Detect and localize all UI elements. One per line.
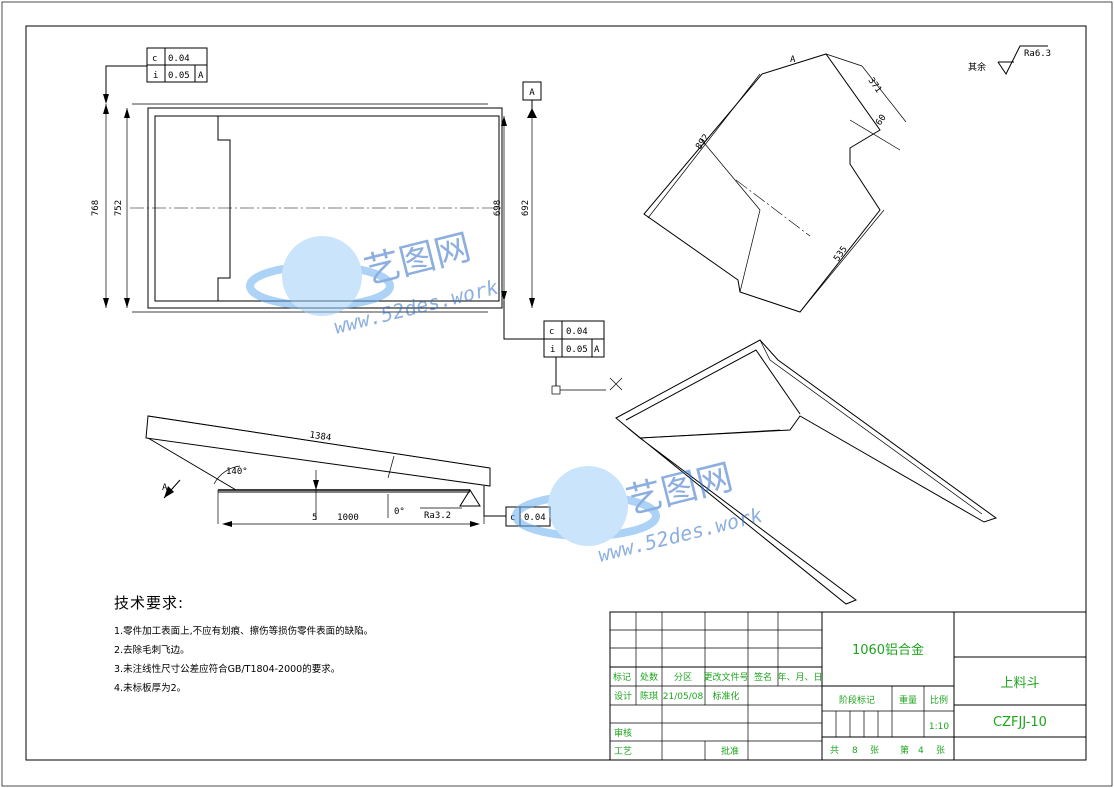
tb-label-change-doc: 更改文件号 (703, 671, 748, 683)
tb-design-label: 设计 (614, 690, 632, 702)
tb-date: 21/05/08 (663, 692, 704, 702)
tb-scale-label: 比例 (930, 694, 948, 706)
tb-weight: 重量 (899, 694, 917, 706)
tb-approve: 批准 (721, 745, 739, 757)
tolerance-frame-right: c 0.04 i 0.05 A (503, 301, 623, 395)
roughness-label: 其余 (968, 61, 986, 73)
watermark-1: 艺图网 www.52des.work (246, 227, 501, 339)
tb-total-label: 共 (830, 745, 839, 756)
tol-top-sym2: i (153, 71, 158, 81)
front-view: 768 752 698 692 A (91, 81, 542, 313)
tb-label-count: 处数 (640, 671, 658, 683)
tb-sheet-word1: 张 (870, 745, 879, 756)
tb-label-sign: 签名 (754, 671, 772, 683)
tolerance-frame-top: c 0.04 i 0.05 A (103, 47, 208, 104)
roughness-symbol: 其余 Ra6.3 (968, 45, 1051, 75)
roughness-value: Ra6.3 (1024, 49, 1051, 59)
dim-371: 371 (866, 76, 884, 95)
tech-item-2: 2.去除毛刺飞边。 (114, 645, 190, 656)
tech-requirements: 技术要求: 1.零件加工表面上,不应有划痕、擦伤等损伤零件表面的缺陷。 2.去除… (114, 592, 373, 699)
dim-1384: 1384 (309, 430, 332, 443)
tol-right-ref: A (594, 345, 600, 355)
isometric-view (615, 339, 998, 605)
tech-item-4: 4.未标板厚为2。 (114, 683, 187, 694)
tol-top-val2: 0.05 (168, 71, 190, 81)
tb-material: 1060铝合金 (852, 642, 924, 658)
dim-angle-140: 140° (226, 467, 248, 477)
dim-752: 752 (114, 200, 124, 216)
tb-no-label: 第 (900, 744, 909, 756)
watermark-2: 艺图网 www.52des.work (512, 457, 765, 567)
inner-frame (25, 25, 1087, 761)
datum-letter: A (529, 88, 535, 98)
tb-scale: 1:10 (929, 722, 949, 732)
tb-sheet-word2: 张 (936, 745, 945, 756)
dim-angle-0: 0° (394, 507, 405, 517)
tb-drawing-no: CZFJJ-10 (993, 715, 1047, 730)
tb-label-mark: 标记 (613, 671, 631, 683)
watermark-brand: 艺图网 (360, 227, 475, 293)
dim-5: 5 (312, 513, 317, 523)
tb-stage-mark: 阶段标记 (839, 694, 875, 706)
roughness-ra32: Ra3.2 (424, 511, 451, 521)
tol-top-ref: A (198, 71, 204, 81)
tb-label-date: 年、月、日 (777, 671, 822, 683)
tech-title: 技术要求: (114, 594, 185, 612)
view-arrow-label: A (162, 483, 168, 493)
dim-692: 692 (521, 200, 531, 216)
tech-item-3: 3.未注线性尺寸公差应符合GB/T1804-2000的要求。 (114, 664, 341, 675)
tol-top-val1: 0.04 (168, 54, 190, 64)
tol-top-sym1: c (152, 54, 157, 64)
tb-standard: 标准化 (712, 690, 739, 702)
dim-768: 768 (91, 200, 101, 216)
tb-review: 审核 (614, 727, 632, 739)
dim-698: 698 (493, 200, 503, 216)
tol-bottom-val: 0.04 (524, 513, 546, 523)
title-block: 标记 处数 分区 更改文件号 签名 年、月、日 设计 陈琪 21/05/08 标… (609, 611, 1087, 761)
tol-right-sym2: i (550, 345, 555, 355)
tb-designer: 陈琪 (640, 690, 658, 702)
tol-right-val1: 0.04 (566, 327, 588, 337)
tech-item-1: 1.零件加工表面上,不应有划痕、擦伤等损伤零件表面的缺陷。 (114, 626, 374, 637)
dim-1000: 1000 (337, 513, 359, 523)
tb-part-name: 上料斗 (1000, 676, 1039, 691)
tb-label-zone: 分区 (674, 672, 692, 683)
unfold-label: A (790, 55, 796, 65)
tb-total: 8 (852, 746, 858, 756)
tb-sheet-no: 4 (918, 746, 924, 756)
tb-process: 工艺 (614, 746, 632, 757)
tol-right-sym1: c (549, 327, 554, 337)
unfold-view: A 371 60 892 535 (643, 53, 907, 313)
side-view: 1000 1384 140° 5 0° Ra3.2 A (145, 415, 506, 527)
tol-right-val2: 0.05 (566, 345, 588, 355)
